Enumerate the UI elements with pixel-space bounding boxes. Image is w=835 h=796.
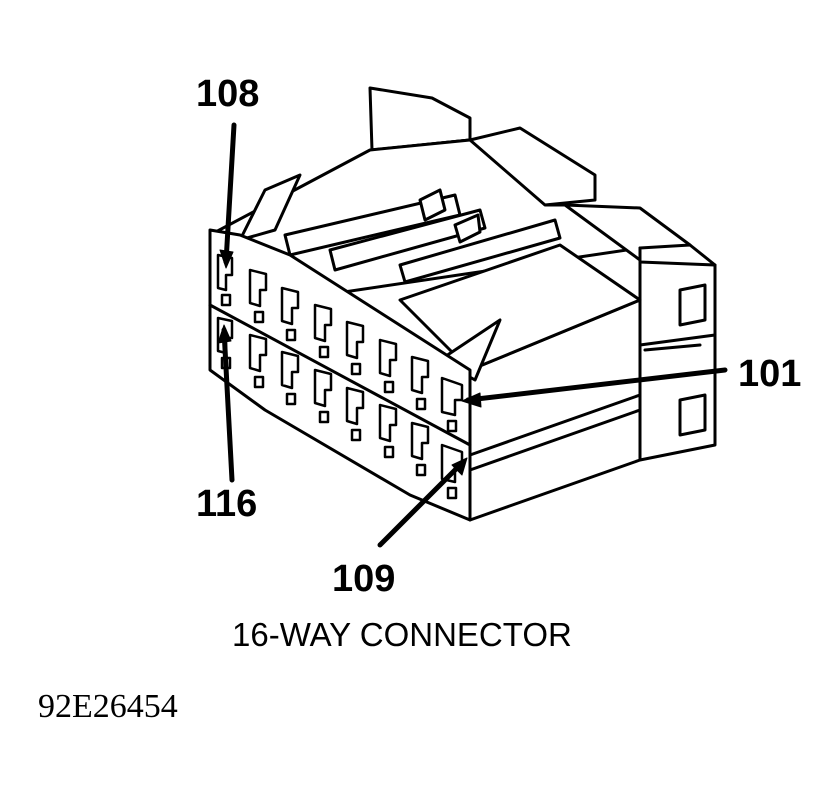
pin-label-108: 108: [196, 73, 260, 115]
diagram-caption: 16-WAY CONNECTOR: [232, 616, 572, 653]
pin-label-101: 101: [738, 353, 802, 395]
leader-line-108: [223, 122, 237, 265]
arrowhead-116: [217, 324, 232, 344]
figure-code: 92E26454: [38, 688, 178, 725]
arrowhead-108: [219, 249, 234, 269]
leader-lines: [217, 122, 728, 548]
leader-line-116: [221, 327, 235, 483]
leader-line-101: [465, 367, 728, 403]
leader-line-109: [377, 460, 465, 548]
arrowhead-101: [461, 392, 482, 408]
pin-label-116: 116: [196, 483, 258, 525]
pin-label-109: 109: [332, 558, 396, 600]
arrowhead-109: [451, 457, 468, 476]
pin-cavities: [216, 253, 464, 500]
connector-housing: [208, 86, 717, 522]
